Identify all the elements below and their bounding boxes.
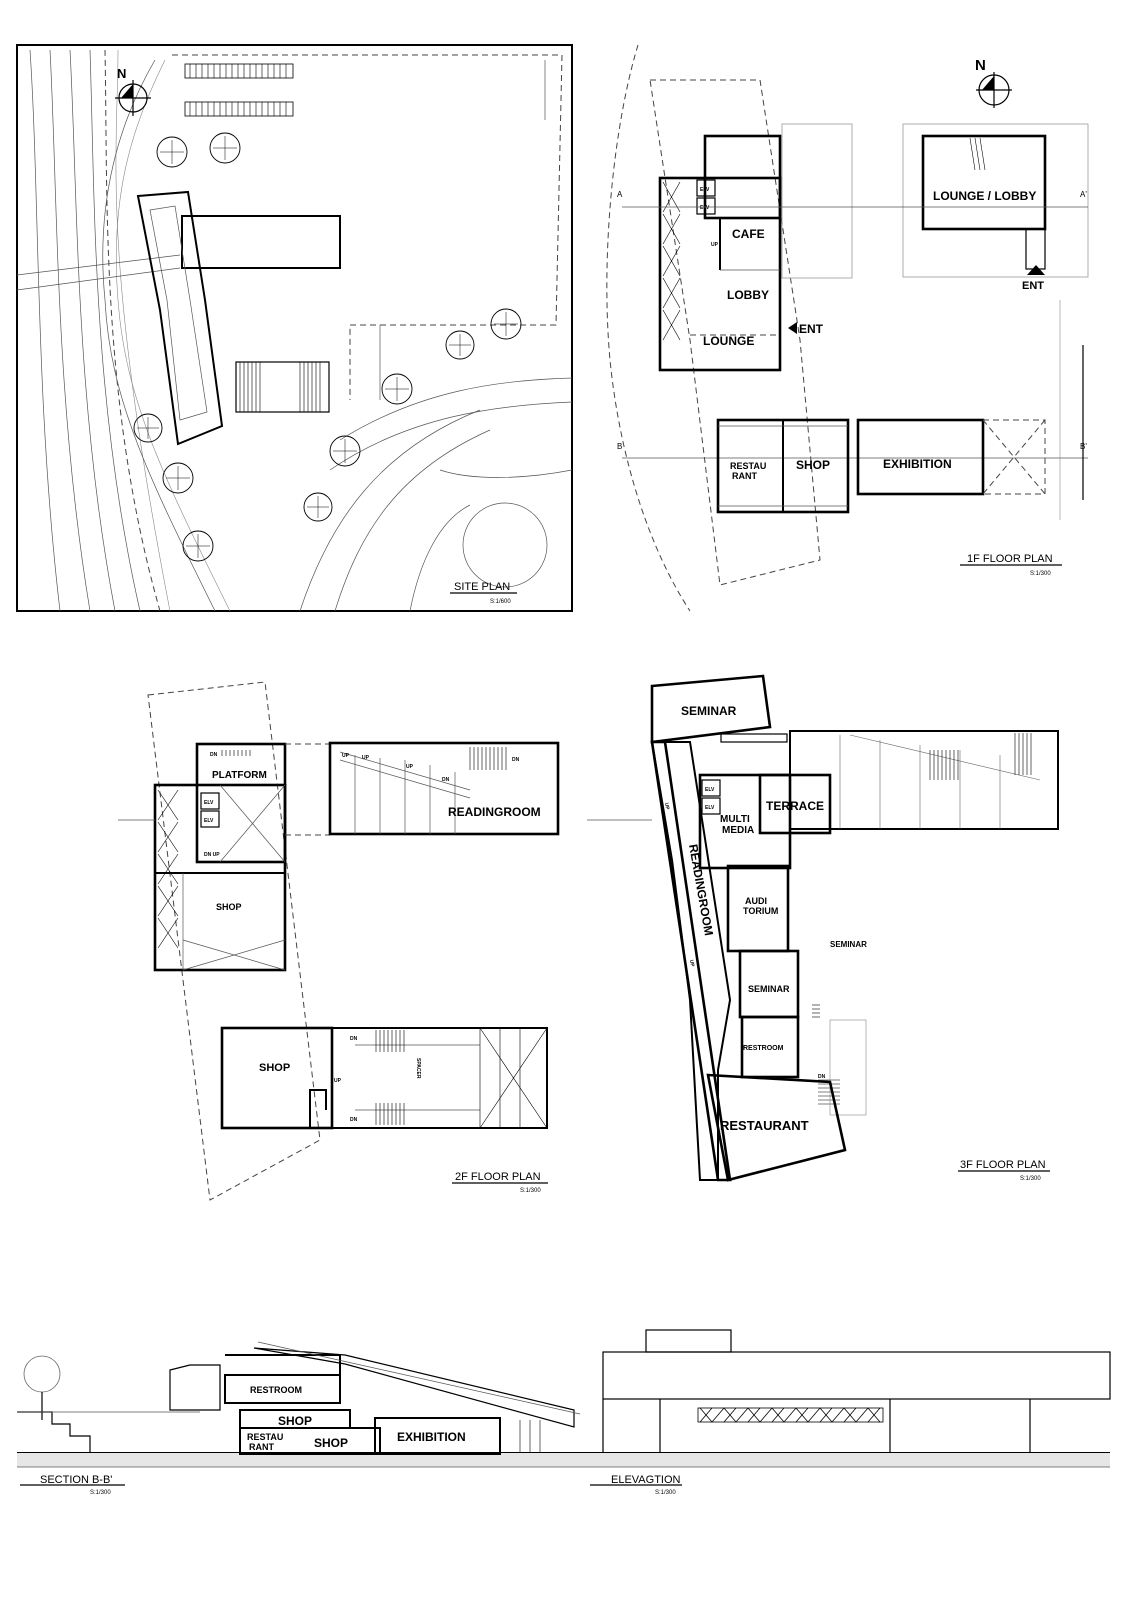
f2-spacer: SPACER bbox=[415, 1058, 421, 1079]
f3-plan-title: 3F FLOOR PLAN bbox=[960, 1159, 1046, 1171]
f3-room-seminar-mid: SEMINAR bbox=[748, 984, 790, 994]
elevation-title: ELEVAGTION bbox=[611, 1474, 681, 1486]
f2-up-2: UP bbox=[362, 755, 370, 761]
elevation-scale: S:1/300 bbox=[655, 1490, 676, 1496]
sec-room-restaurant-1: RESTAU bbox=[247, 1432, 283, 1442]
f1-north-label: N bbox=[975, 57, 986, 74]
f1-elv-1: ELV bbox=[700, 187, 710, 193]
section-scale: S:1/300 bbox=[90, 1490, 111, 1496]
section-bb: RESTROOM SHOP RESTAU RANT SHOP EXHIBITIO… bbox=[17, 1341, 1110, 1496]
f2-room-platform: PLATFORM bbox=[212, 770, 267, 781]
site-plan-title: SITE PLAN bbox=[454, 581, 510, 593]
elevation: ELEVAGTION S:1/300 bbox=[590, 1329, 1111, 1496]
f3-plan-scale: S:1/300 bbox=[1020, 1176, 1041, 1182]
f2-dn-lower-1: DN bbox=[350, 1036, 358, 1042]
f3-room-aud-1: AUDI bbox=[745, 896, 767, 906]
f1-room-cafe: CAFE bbox=[732, 227, 765, 241]
f3-elv-2: ELV bbox=[705, 805, 715, 811]
f1-section-a2: A' bbox=[1080, 190, 1087, 199]
f1-section-b: B bbox=[617, 442, 622, 451]
site-building-main bbox=[136, 190, 224, 446]
f1-plan-title: 1F FLOOR PLAN bbox=[967, 553, 1053, 565]
site-trees bbox=[133, 132, 522, 562]
f1-room-lobby: LOBBY bbox=[727, 288, 769, 302]
f2-up-1: UP bbox=[342, 753, 350, 759]
f1-main-block bbox=[658, 176, 782, 372]
f3-up-2: UP bbox=[688, 959, 695, 968]
site-building-east bbox=[181, 215, 341, 269]
f1-room-restaurant-1: RESTAU bbox=[730, 461, 766, 471]
f2-room-shop: SHOP bbox=[216, 902, 242, 912]
f3-up-1: UP bbox=[663, 802, 670, 811]
f3-restaurant-block bbox=[706, 1073, 847, 1182]
f1-up-label: UP bbox=[711, 242, 719, 248]
section-title: SECTION B-B' bbox=[40, 1474, 112, 1486]
sec-room-restroom: RESTROOM bbox=[250, 1385, 302, 1395]
f1-room-shop: SHOP bbox=[796, 458, 830, 472]
f1-room-restaurant-2: RANT bbox=[732, 471, 757, 481]
f2-up-3: UP bbox=[406, 764, 414, 770]
f2-dn-lower-2: DN bbox=[350, 1117, 358, 1123]
floor-plan-2f: ELV ELV DN UP DN PLATFORM SHOP UP UP UP … bbox=[118, 681, 560, 1201]
site-plan-scale: S:1/600 bbox=[490, 599, 511, 605]
site-north-label: N bbox=[117, 66, 126, 81]
f2-dn-top: DN bbox=[210, 752, 218, 758]
f1-section-a: A bbox=[617, 190, 623, 199]
f1-exhibition-block bbox=[856, 418, 985, 496]
f2-elv-1: ELV bbox=[204, 800, 214, 806]
site-plan: N bbox=[16, 44, 573, 612]
f3-room-restaurant: RESTAURANT bbox=[720, 1118, 809, 1133]
sec-room-restaurant-2: RANT bbox=[249, 1442, 274, 1452]
f2-plan-scale: S:1/300 bbox=[520, 1188, 541, 1194]
f3-room-restroom: RESTROOM bbox=[743, 1045, 784, 1052]
sec-room-exhibition: EXHIBITION bbox=[397, 1430, 466, 1444]
f2-shop2-block bbox=[220, 1026, 334, 1130]
sec-room-shop-lower: SHOP bbox=[314, 1436, 348, 1450]
f1-section-b2: B' bbox=[1080, 442, 1087, 451]
f1-ent-west: ENT bbox=[799, 322, 824, 336]
f2-dn-r: DN bbox=[442, 777, 450, 783]
f2-plan-title: 2F FLOOR PLAN bbox=[455, 1171, 541, 1183]
f2-room-readingroom: READINGROOM bbox=[448, 805, 541, 819]
f1-lounge-lobby-block bbox=[921, 134, 1047, 231]
f1-ent-east: ENT bbox=[1022, 280, 1044, 292]
f2-room-shop2: SHOP bbox=[259, 1062, 290, 1074]
f2-readingroom-block bbox=[328, 741, 560, 836]
f1-room-lounge: LOUNGE bbox=[703, 334, 754, 348]
f1-elv-2: ELV bbox=[700, 205, 710, 211]
f1-room-lounge-lobby: LOUNGE / LOBBY bbox=[933, 189, 1036, 203]
f3-elv-1: ELV bbox=[705, 787, 715, 793]
f2-elv-2: ELV bbox=[204, 818, 214, 824]
site-plan-frame bbox=[16, 44, 573, 612]
f3-room-multi-2: MEDIA bbox=[722, 825, 754, 836]
sec-room-shop-upper: SHOP bbox=[278, 1414, 312, 1428]
f1-room-exhibition: EXHIBITION bbox=[883, 457, 952, 471]
f2-dn-up: DN UP bbox=[204, 852, 220, 858]
f3-room-seminar-out: SEMINAR bbox=[830, 940, 867, 949]
f3-room-seminar-top: SEMINAR bbox=[681, 704, 737, 718]
floor-plan-3f: SEMINAR READINGROOM UP UP ELV ELV MULTI … bbox=[587, 674, 1059, 1182]
f3-room-aud-2: TORIUM bbox=[743, 906, 778, 916]
f3-dn: DN bbox=[818, 1074, 826, 1080]
f3-room-terrace: TERRACE bbox=[766, 799, 824, 813]
f2-up-lower: UP bbox=[334, 1078, 342, 1084]
f3-room-multi-1: MULTI bbox=[720, 814, 750, 825]
f2-dn-r2: DN bbox=[512, 757, 520, 763]
site-stair-block bbox=[235, 361, 330, 413]
floor-plan-1f: N ELV ELV UP CAFE LOBBY LOUNGE ENT L bbox=[606, 44, 1089, 612]
f1-plan-scale: S:1/300 bbox=[1030, 571, 1051, 577]
